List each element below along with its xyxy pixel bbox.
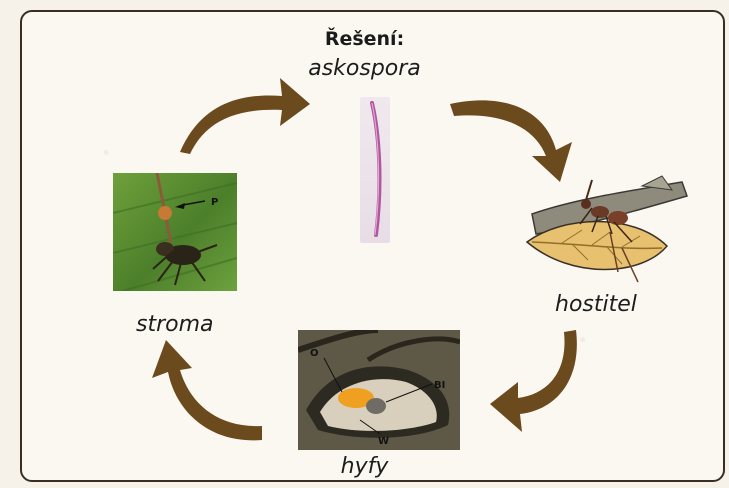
cycle-arrow [490,330,577,432]
cycle-arrow [180,78,310,154]
cycle-arrow [450,100,572,182]
cycle-arrow [152,340,262,440]
